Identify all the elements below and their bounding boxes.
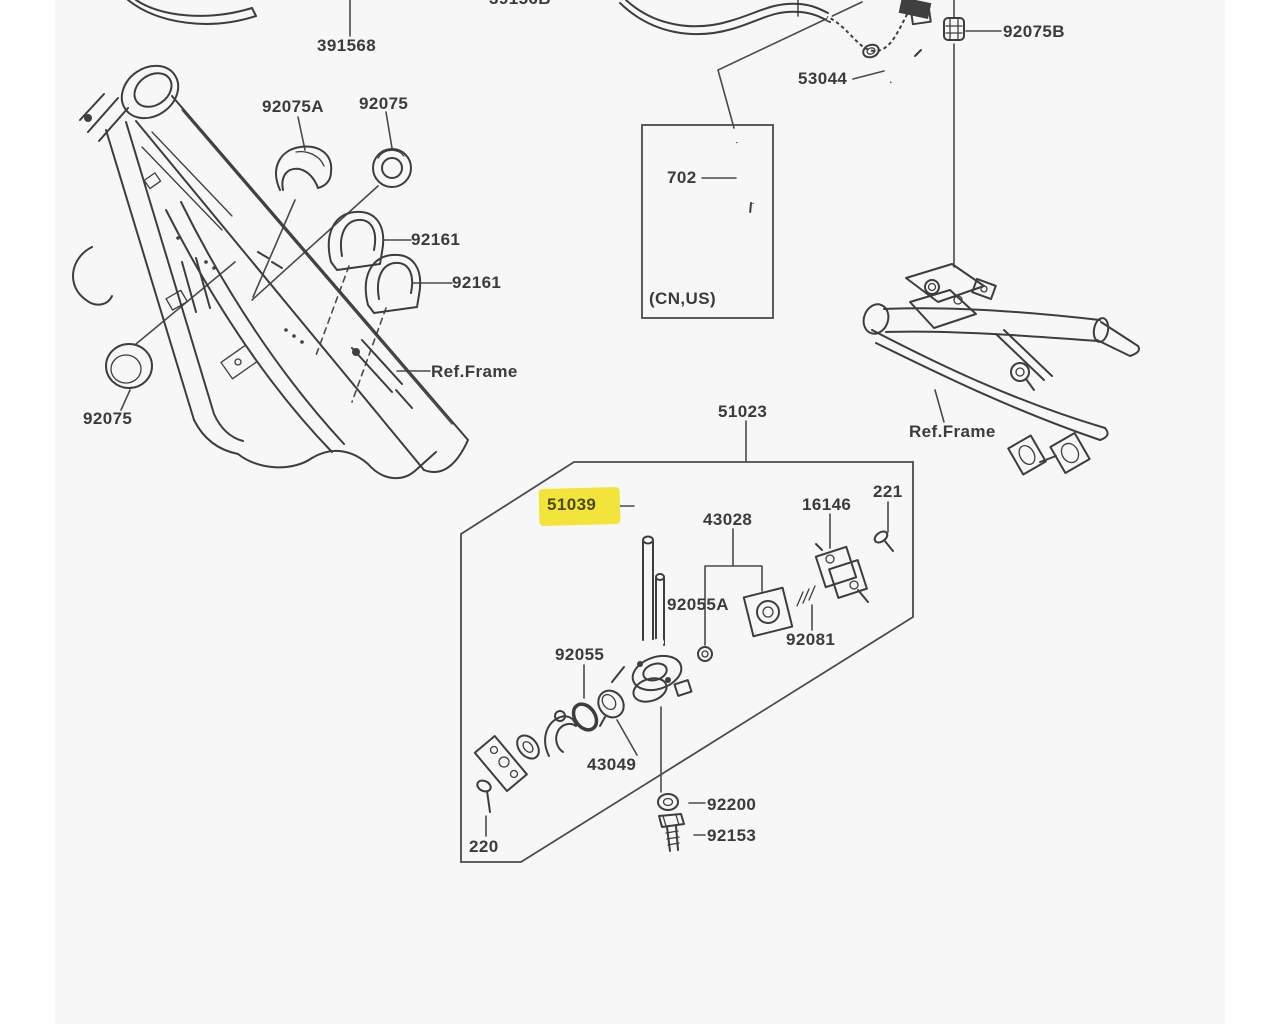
cap-92075-left-drawing xyxy=(105,343,153,389)
part-label-391568[interactable]: 391568 xyxy=(317,36,377,55)
part-label-16146[interactable]: 16146 xyxy=(802,495,852,514)
part-label-92075-left[interactable]: 92075 xyxy=(83,409,133,428)
part-label-51039-highlighted[interactable]: 51039 xyxy=(547,495,597,514)
rear-frame-drawing xyxy=(862,263,1140,476)
part-label-92075-top[interactable]: 92075 xyxy=(359,94,409,113)
alt-hose-702-box xyxy=(641,124,774,319)
part-label-92161-b[interactable]: 92161 xyxy=(452,273,502,292)
part-label-92075A[interactable]: 92075A xyxy=(262,97,324,116)
part-label-221[interactable]: 221 xyxy=(873,482,903,501)
damper-92075A-drawing xyxy=(275,145,333,191)
part-label-92075B[interactable]: 92075B xyxy=(1003,22,1065,41)
top-cut-part-drawing xyxy=(127,0,257,25)
main-frame-drawing xyxy=(72,64,469,480)
part-label-92081[interactable]: 92081 xyxy=(786,630,836,649)
fuel-tap-assembly-drawing xyxy=(473,488,894,852)
part-label-43049[interactable]: 43049 xyxy=(587,755,637,774)
part-label-51023[interactable]: 51023 xyxy=(718,402,768,421)
part-label-43028[interactable]: 43028 xyxy=(703,510,753,529)
part-label-53044[interactable]: 53044 xyxy=(798,69,848,88)
part-label-92055[interactable]: 92055 xyxy=(555,645,605,664)
part-label-92153[interactable]: 92153 xyxy=(707,826,757,845)
ref-frame-label-left: Ref.Frame xyxy=(431,362,518,381)
grommet-92075-top-drawing xyxy=(372,148,412,188)
part-label-92055A[interactable]: 92055A xyxy=(667,595,729,614)
fuel-hose-assembly-drawing xyxy=(619,0,965,83)
part-label-92200[interactable]: 92200 xyxy=(707,795,757,814)
assembly-group-border xyxy=(460,461,914,863)
part-label-92161-a[interactable]: 92161 xyxy=(411,230,461,249)
market-note-cn-us: (CN,US) xyxy=(649,289,717,308)
ref-frame-label-right: Ref.Frame xyxy=(909,422,996,441)
clamp-92161-drawings xyxy=(327,210,422,314)
part-label-39156B-cut[interactable]: 39156B xyxy=(489,0,551,7)
part-label-702[interactable]: 702 xyxy=(667,168,697,187)
part-label-220[interactable]: 220 xyxy=(469,837,499,856)
